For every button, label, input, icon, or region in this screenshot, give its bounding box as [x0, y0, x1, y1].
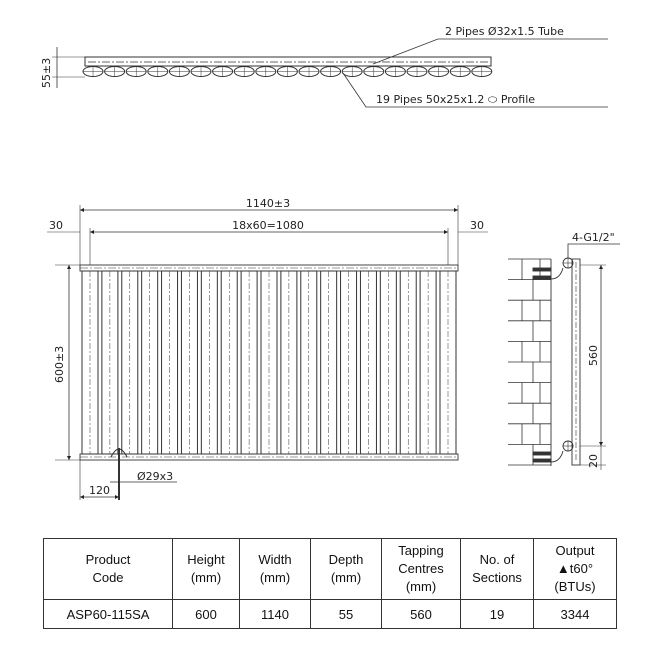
- cell-depth: 55: [310, 599, 382, 629]
- cell-product-code: ASP60-115SA: [43, 599, 173, 629]
- profile-label: 19 Pipes 50x25x1.2 ⬭ Profile: [376, 93, 535, 106]
- cell-width: 1140: [239, 599, 311, 629]
- left-offset-label: 30: [49, 219, 63, 232]
- cell-output: 3344: [533, 599, 617, 629]
- header-height: Height(mm): [172, 538, 240, 600]
- inlet-offset-label: 120: [89, 484, 110, 497]
- front-view: [47, 205, 488, 500]
- cell-tapping-centres: 560: [381, 599, 461, 629]
- brick-wall: [508, 258, 551, 466]
- top-view: [52, 38, 608, 108]
- right-offset-label: 30: [470, 219, 484, 232]
- table-row: ASP60-115SA 600 1140 55 560 19 3344: [43, 599, 617, 629]
- side-view: [508, 243, 620, 470]
- header-tube: [84, 56, 492, 67]
- pitch-label: 18x60=1080: [232, 219, 304, 232]
- radiator-columns: [81, 270, 457, 455]
- connection-label: 4-G1/2": [572, 231, 615, 244]
- header-width: Width(mm): [239, 538, 311, 600]
- height-dim-label: 600±3: [53, 346, 66, 383]
- bottom-offset-label: 20: [587, 454, 600, 468]
- header-depth: Depth(mm): [310, 538, 382, 600]
- header-output: Output▲t60° (BTUs): [533, 538, 617, 600]
- overall-width-label: 1140±3: [246, 197, 290, 210]
- centres-dim-label: 560: [587, 345, 600, 366]
- cell-sections: 19: [460, 599, 534, 629]
- oval-profiles: [82, 66, 493, 77]
- depth-dim-label: 55±3: [40, 58, 53, 88]
- tube-label: 2 Pipes Ø32x1.5 Tube: [445, 25, 564, 38]
- pipe-diameter-label: Ø29x3: [137, 470, 173, 483]
- cell-height: 600: [172, 599, 240, 629]
